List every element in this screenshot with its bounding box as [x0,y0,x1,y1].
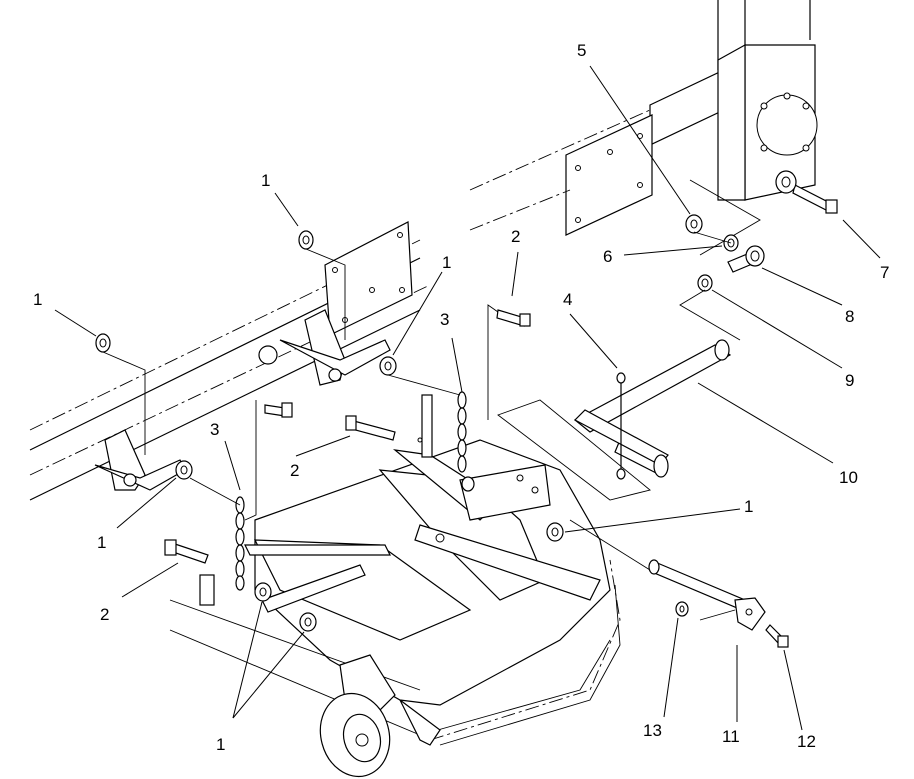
lift-arm-assembly [497,339,766,631]
callout-1-left: 1 [33,290,42,309]
callout-1-bottom: 1 [216,735,225,754]
callout-8: 8 [845,307,854,326]
callout-5: 5 [577,41,586,60]
callout-1-center: 1 [442,253,451,272]
callout-3-right: 3 [440,310,449,329]
chain-right [457,391,475,492]
callout-1-right: 1 [744,497,753,516]
chain-left [235,496,245,591]
callout-6: 6 [603,247,612,266]
callout-11: 11 [722,727,740,746]
callout-9: 9 [845,371,854,390]
callouts: 1 1 1 1 1 1 2 2 2 3 3 4 5 6 7 8 9 10 11 … [33,41,889,754]
hardware [95,170,838,648]
tractor-frame [469,0,818,256]
mower-deck [169,394,621,778]
callout-2-center: 2 [290,461,299,480]
callout-12: 12 [797,732,816,751]
callout-10: 10 [839,468,858,487]
lift-frame [29,221,431,501]
callout-2-top: 2 [511,227,520,246]
callout-2-left: 2 [100,605,109,624]
callout-3-left: 3 [210,420,219,439]
callout-1-mid-left: 1 [97,533,106,552]
leader-lines [54,65,881,731]
callout-7: 7 [880,263,889,282]
callout-1-top: 1 [261,171,270,190]
callout-4: 4 [563,290,572,309]
callout-13: 13 [643,721,662,740]
